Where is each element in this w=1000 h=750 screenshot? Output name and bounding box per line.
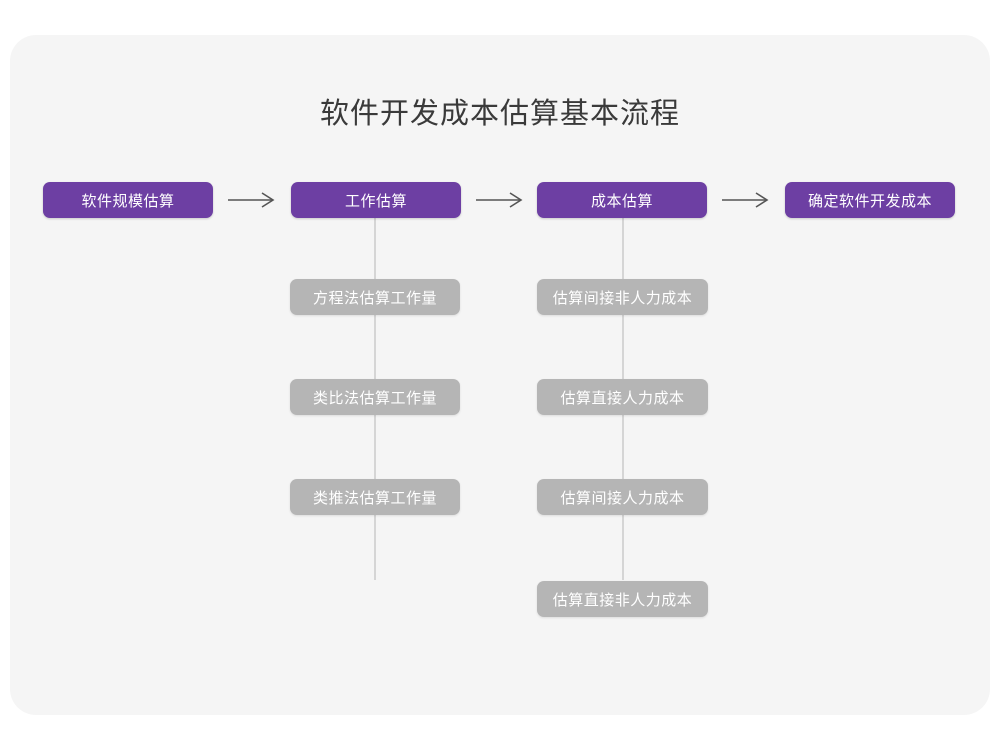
stage-node-effort-estimation[interactable]: 工作估算	[291, 182, 461, 218]
substep-node-analogy-method[interactable]: 类比法估算工作量	[290, 379, 460, 415]
substep-node-equation-method[interactable]: 方程法估算工作量	[290, 279, 460, 315]
substep-node-direct-nonlabor-cost[interactable]: 估算直接非人力成本	[537, 581, 708, 617]
stage-node-determine-development-cost[interactable]: 确定软件开发成本	[785, 182, 955, 218]
substep-node-label: 估算间接人力成本	[560, 488, 685, 507]
stage-node-label: 工作估算	[344, 191, 407, 210]
substep-node-label: 方程法估算工作量	[312, 288, 437, 307]
substep-node-label: 类比法估算工作量	[312, 388, 437, 407]
arrow-right-icon	[476, 190, 526, 210]
stage-node-label: 软件规模估算	[81, 191, 175, 210]
stage-node-cost-estimation[interactable]: 成本估算	[537, 182, 707, 218]
page-title: 软件开发成本估算基本流程	[319, 96, 680, 130]
stage-node-software-scale-estimation[interactable]: 软件规模估算	[43, 182, 213, 218]
arrow-right-icon	[228, 190, 278, 210]
content-card	[10, 35, 990, 715]
substep-node-label: 估算直接非人力成本	[552, 590, 693, 609]
substep-node-indirect-labor-cost[interactable]: 估算间接人力成本	[537, 479, 708, 515]
substep-node-label: 类推法估算工作量	[312, 488, 437, 507]
substep-node-inference-method[interactable]: 类推法估算工作量	[290, 479, 460, 515]
substep-node-indirect-nonlabor-cost[interactable]: 估算间接非人力成本	[537, 279, 708, 315]
stage-node-label: 确定软件开发成本	[807, 191, 932, 210]
stage-node-label: 成本估算	[590, 191, 653, 210]
substep-node-label: 估算直接人力成本	[560, 388, 685, 407]
substep-node-label: 估算间接非人力成本	[552, 288, 693, 307]
substep-node-direct-labor-cost[interactable]: 估算直接人力成本	[537, 379, 708, 415]
arrow-right-icon	[722, 190, 772, 210]
